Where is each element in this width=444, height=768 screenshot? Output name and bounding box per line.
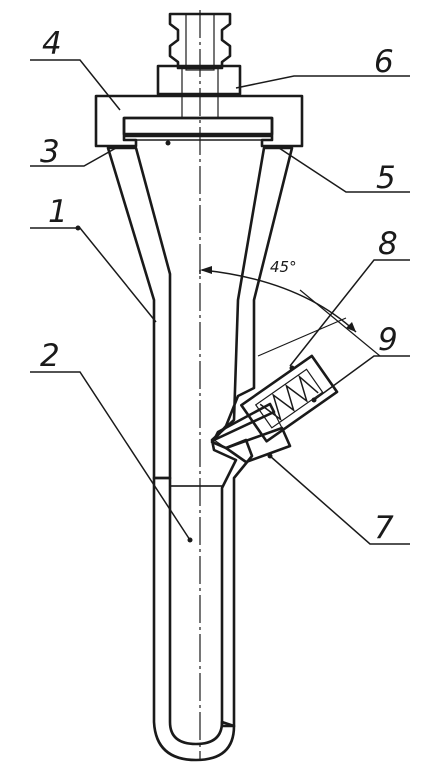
- leaders: [30, 59, 410, 545]
- dim-extension: [299, 289, 381, 357]
- filter-5: [122, 116, 274, 136]
- angle-label: 45°: [270, 258, 297, 276]
- dim-arc: [201, 269, 357, 333]
- label-1: 1: [48, 194, 68, 230]
- label-4: 4: [42, 26, 62, 62]
- label-8: 8: [378, 226, 398, 262]
- label-5: 5: [376, 160, 396, 196]
- label-7: 7: [374, 510, 394, 546]
- dim-arrow-left: [200, 266, 212, 274]
- liquid-2: [169, 485, 223, 745]
- valve-8: [240, 354, 339, 443]
- label-9: 9: [378, 322, 398, 358]
- dim-arrow-right: [346, 322, 356, 332]
- dim-extension-2: [257, 317, 347, 357]
- label-6: 6: [374, 44, 394, 80]
- label-2: 2: [40, 338, 60, 374]
- spring-9: [259, 374, 319, 422]
- filter-marker: [165, 140, 171, 146]
- outlet-nozzle: [168, 12, 232, 71]
- label-3: 3: [40, 134, 60, 170]
